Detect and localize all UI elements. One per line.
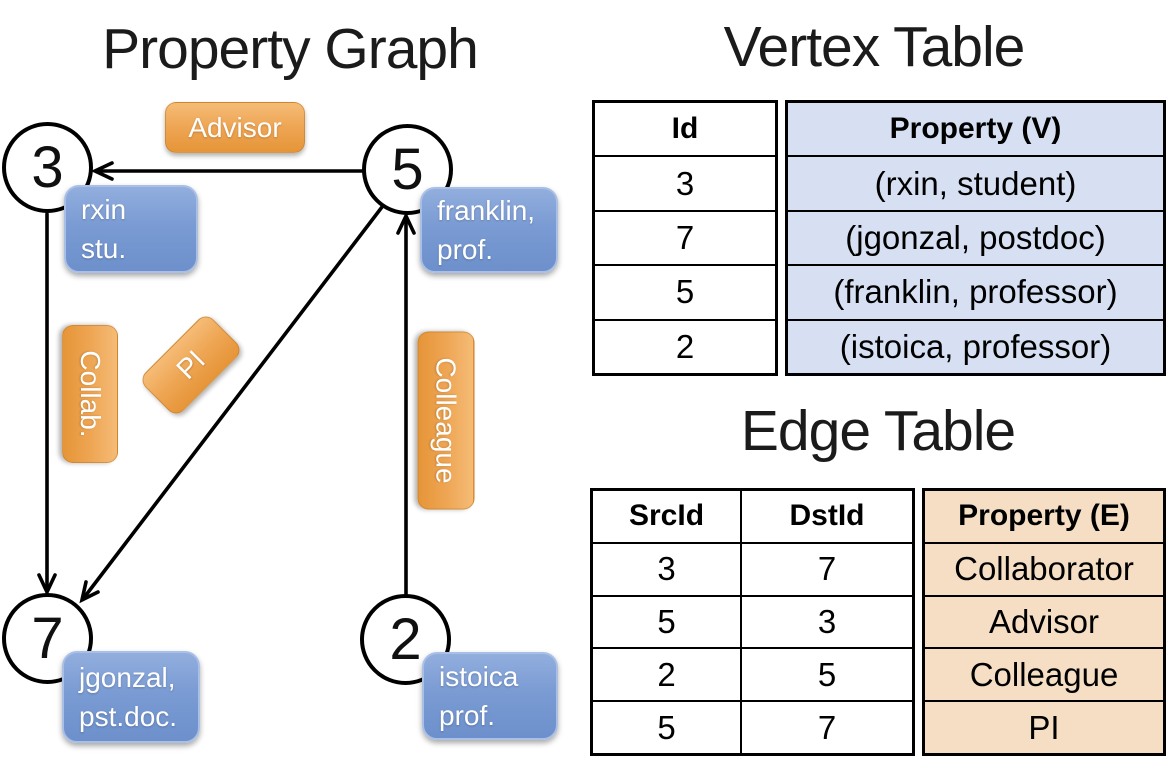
edge-property-cell: Colleague — [969, 655, 1119, 693]
edge-dstid-cell: 5 — [817, 655, 837, 693]
vertex-property-header: Property (V) — [889, 112, 1062, 146]
pill-line: prof. — [437, 234, 494, 265]
vertex-table-title: Vertex Table — [723, 15, 1026, 79]
pill-line: pst.doc. — [79, 701, 178, 732]
vertex-table-property-column: Property (V) (rxin, student) (jgonzal, p… — [785, 100, 1166, 376]
edge-colleague-arrowhead — [396, 211, 416, 235]
graph-edges-svg — [37, 161, 416, 604]
edge-property-cell: PI — [1028, 708, 1060, 746]
edge-advisor-arrowhead — [90, 161, 114, 181]
node-5-id: 5 — [391, 137, 424, 202]
vertex-property-pill-istoica: istoica prof. — [422, 652, 558, 740]
edge-srcid-cell: 2 — [593, 649, 742, 701]
edge-dstid-cell: 7 — [817, 708, 837, 746]
node-2-id: 2 — [389, 607, 422, 672]
vertex-property-pill-franklin: franklin, prof. — [420, 187, 558, 273]
vertex-property-cell: (jgonzal, postdoc) — [845, 219, 1106, 257]
edge-label-collab: Collab. — [62, 325, 118, 463]
pill-line: prof. — [439, 700, 496, 731]
edge-srcid-cell: 5 — [593, 596, 742, 648]
edge-table-id-columns: SrcId DstId 3 7 5 3 2 5 5 7 — [590, 488, 915, 756]
graph-node-2: 2 — [360, 594, 451, 685]
edge-pi-line — [81, 205, 384, 601]
edge-label-colleague: Colleague — [417, 331, 475, 510]
pill-line: rxin — [81, 194, 127, 225]
edge-srcid-cell: 3 — [593, 543, 742, 595]
edge-collab-arrowhead — [37, 573, 57, 597]
edge-dstid-header: DstId — [789, 499, 865, 533]
vertex-property-cell: (rxin, student) — [874, 164, 1077, 202]
edge-property-cell: Advisor — [988, 602, 1100, 640]
vertex-id-cell: 3 — [675, 164, 695, 202]
pill-line: istoica — [439, 661, 519, 692]
pill-line: jgonzal, — [79, 662, 176, 693]
vertex-property-cell: (istoica, professor) — [839, 327, 1112, 365]
edge-pi-arrowhead — [79, 580, 100, 604]
vertex-id-cell: 5 — [675, 273, 695, 311]
edge-dstid-cell: 3 — [817, 602, 837, 640]
edge-table-property-column: Property (E) Collaborator Advisor Collea… — [922, 488, 1166, 756]
edge-table-title: Edge Table — [740, 399, 1016, 463]
edge-label-advisor: Advisor — [165, 102, 305, 153]
vertex-property-cell: (franklin, professor) — [833, 273, 1118, 311]
edge-property-cell: Collaborator — [954, 550, 1134, 588]
vertex-property-pill-jgonzal: jgonzal, pst.doc. — [62, 651, 200, 743]
pill-line: stu. — [81, 233, 127, 264]
property-graph-title: Property Graph — [102, 17, 479, 81]
vertex-table-id-column: Id 3 7 5 2 — [592, 100, 778, 376]
vertex-id-cell: 7 — [675, 219, 695, 257]
pill-line: franklin, — [437, 195, 536, 226]
edge-property-header: Property (E) — [958, 499, 1130, 533]
vertex-id-cell: 2 — [675, 327, 695, 365]
edge-srcid-header: SrcId — [593, 491, 742, 542]
edge-dstid-cell: 7 — [817, 550, 837, 588]
vertex-id-header: Id — [671, 112, 699, 146]
edge-srcid-cell: 5 — [593, 702, 742, 753]
vertex-property-pill-rxin: rxin stu. — [64, 185, 198, 273]
node-7-id: 7 — [31, 606, 64, 671]
node-3-id: 3 — [31, 135, 64, 200]
